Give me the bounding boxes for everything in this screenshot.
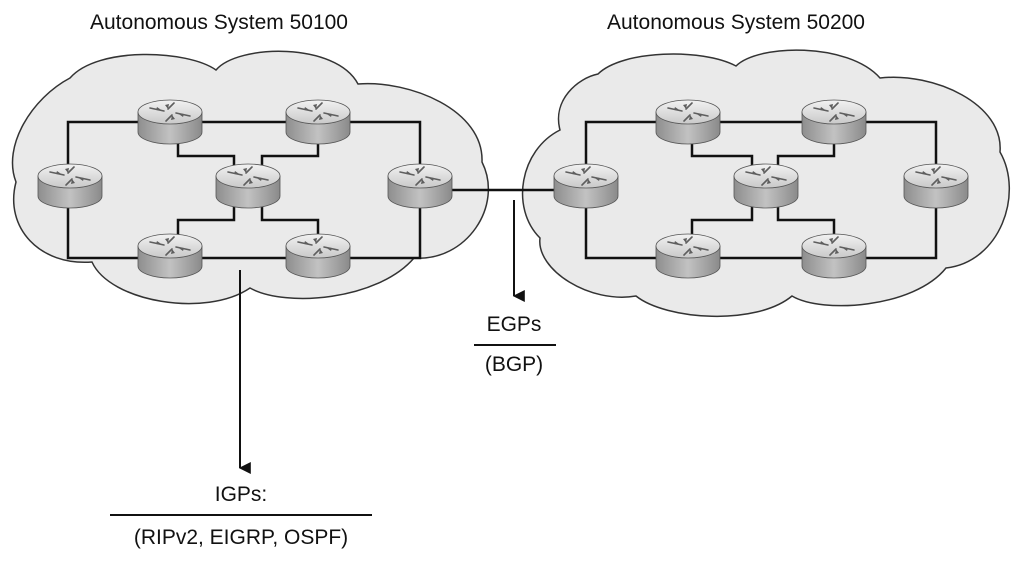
egp-examples: (BGP)	[484, 353, 544, 376]
router-icon	[655, 99, 721, 145]
igp-divider	[110, 514, 372, 516]
router-icon	[801, 233, 867, 279]
router-icon	[655, 233, 721, 279]
router-icon	[285, 99, 351, 145]
router-icon	[801, 99, 867, 145]
egp-divider	[474, 344, 556, 346]
egp-heading: EGPs	[486, 313, 542, 336]
router-icon	[733, 163, 799, 209]
igp-examples: (RIPv2, EIGRP, OSPF)	[133, 526, 349, 549]
router-icon	[37, 163, 103, 209]
as-50100-title: Autonomous System 50100	[90, 11, 348, 34]
router-icon	[285, 233, 351, 279]
router-icon	[137, 233, 203, 279]
as-50200-title: Autonomous System 50200	[607, 11, 865, 34]
igp-heading: IGPs:	[214, 483, 268, 506]
router-icon	[215, 163, 281, 209]
router-icon	[553, 163, 619, 209]
router-icon	[137, 99, 203, 145]
router-icon	[387, 163, 453, 209]
router-icon	[903, 163, 969, 209]
